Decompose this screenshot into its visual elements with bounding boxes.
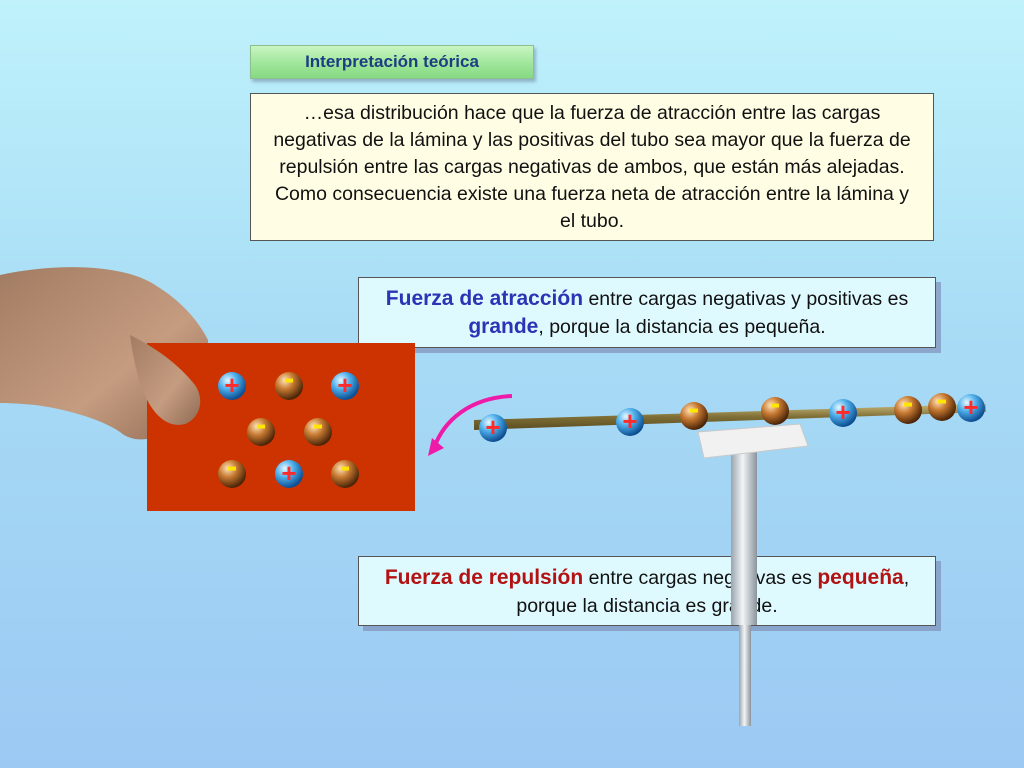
- repulsion-text-2: , porque la distancia es grande.: [516, 567, 910, 617]
- rod-charge-positive: +: [829, 397, 857, 427]
- svg-text:-: -: [313, 406, 324, 442]
- repulsion-box: Fuerza de repulsión entre cargas negativ…: [358, 556, 936, 626]
- hand-thumb: [130, 335, 201, 425]
- attraction-text-2: , porque la distancia es pequeña.: [538, 316, 826, 338]
- attraction-box: Fuerza de atracción entre cargas negativ…: [358, 277, 936, 348]
- svg-text:-: -: [256, 406, 267, 442]
- svg-text:+: +: [224, 370, 239, 400]
- explanation-box: …esa distribución hace que la fuerza de …: [250, 93, 934, 241]
- svg-text:+: +: [485, 412, 500, 442]
- svg-text:-: -: [227, 448, 238, 484]
- rod-charge-positive: +: [616, 406, 644, 436]
- attraction-emphasis: grande: [468, 315, 539, 338]
- rod-charge-negative: -: [928, 381, 956, 421]
- stand-pivot-block: [697, 423, 809, 459]
- plate-charge-positive: +: [218, 370, 246, 400]
- plate-charge-negative: -: [218, 448, 246, 488]
- motion-arrow-curve: [432, 394, 513, 449]
- svg-text:+: +: [835, 397, 850, 427]
- svg-text:-: -: [689, 390, 700, 426]
- svg-text:-: -: [284, 360, 295, 396]
- svg-text:+: +: [622, 406, 637, 436]
- plate-charge-negative: -: [247, 406, 275, 446]
- rod-charge-negative: -: [894, 384, 922, 424]
- section-title-label: Interpretación teórica: [305, 52, 479, 71]
- stand-pole: [731, 450, 757, 625]
- repulsion-emphasis: pequeña: [817, 566, 904, 589]
- svg-text:+: +: [337, 370, 352, 400]
- svg-text:-: -: [340, 448, 351, 484]
- motion-arrow-head: [428, 438, 444, 456]
- attraction-text-1: entre cargas negativas y positivas es: [583, 288, 909, 310]
- svg-text:-: -: [903, 384, 914, 420]
- plate-charge-positive: +: [275, 458, 303, 488]
- attraction-label: Fuerza de atracción: [385, 287, 584, 310]
- plate-charge-negative: -: [275, 360, 303, 400]
- rod-charge-positive: +: [479, 412, 507, 442]
- repulsion-label: Fuerza de repulsión: [384, 566, 584, 589]
- rod-charge-negative: -: [680, 390, 708, 430]
- rod: [474, 404, 986, 430]
- plate-charge-negative: -: [304, 406, 332, 446]
- svg-text:-: -: [937, 381, 948, 417]
- svg-text:+: +: [963, 392, 978, 422]
- section-title: Interpretación teórica: [250, 45, 534, 79]
- rod-charge-negative: -: [761, 385, 789, 425]
- plate-charge-negative: -: [331, 448, 359, 488]
- plate-charge-positive: +: [331, 370, 359, 400]
- rod-charge-positive: +: [957, 392, 985, 422]
- explanation-text: …esa distribución hace que la fuerza de …: [273, 102, 911, 232]
- svg-text:+: +: [281, 458, 296, 488]
- svg-text:-: -: [770, 385, 781, 421]
